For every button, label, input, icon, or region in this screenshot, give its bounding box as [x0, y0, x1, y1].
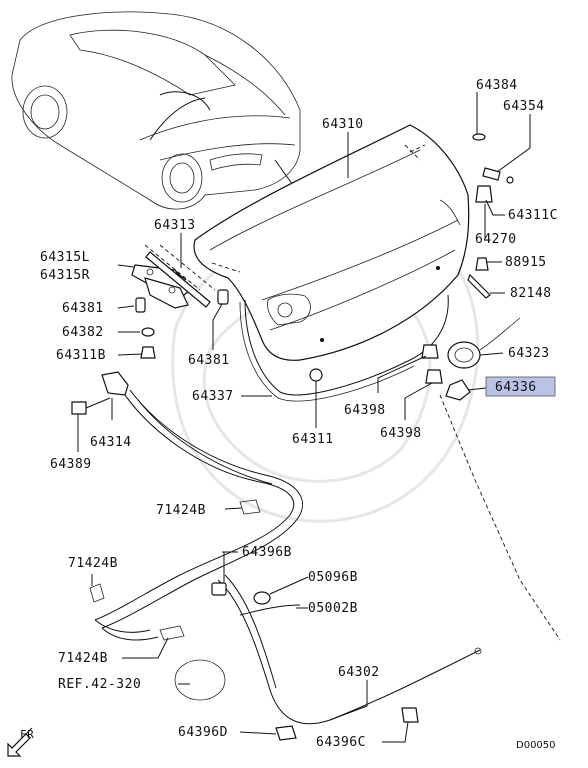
label-64381-left[interactable]: 64381: [62, 301, 104, 316]
diagram-code: D00050: [516, 740, 556, 751]
label-64354[interactable]: 64354: [503, 99, 545, 114]
latch-64336: [445, 379, 471, 401]
car-outline: [11, 11, 302, 210]
label-71424B-left[interactable]: 71424B: [68, 556, 118, 571]
fuel-lid-ref: [174, 659, 226, 701]
clip-64396D: [275, 725, 297, 741]
trunk-lid: [193, 124, 470, 361]
leader-lines: [77, 92, 531, 743]
label-64396B[interactable]: 64396B: [242, 545, 292, 560]
label-64311C[interactable]: 64311C: [508, 208, 558, 223]
label-71424B-upper[interactable]: 71424B: [156, 503, 206, 518]
label-64314[interactable]: 64314: [90, 435, 132, 450]
label-64381-right[interactable]: 64381: [188, 353, 230, 368]
label-64336[interactable]: 64336: [495, 380, 537, 395]
label-64302[interactable]: 64302: [338, 665, 380, 680]
label-64270[interactable]: 64270: [475, 232, 517, 247]
label-64336-highlight: [485, 376, 556, 397]
label-ref-42-320[interactable]: REF.42-320: [58, 677, 141, 692]
label-64311B[interactable]: 64311B: [56, 348, 106, 363]
label-05096B[interactable]: 05096B: [308, 570, 358, 585]
label-64382[interactable]: 64382: [62, 325, 104, 340]
label-64398-upper[interactable]: 64398: [344, 403, 386, 418]
clip-64396C: [401, 707, 419, 723]
label-88915[interactable]: 88915: [505, 255, 547, 270]
clip-64396B: [211, 582, 227, 596]
release-cables: [94, 389, 561, 725]
label-64398-lower[interactable]: 64398: [380, 426, 422, 441]
bolt-64381a: [135, 297, 146, 313]
bumper-64311: [309, 368, 323, 382]
label-64389[interactable]: 64389: [50, 457, 92, 472]
grommet-05096B: [253, 591, 271, 605]
label-64337[interactable]: 64337: [192, 389, 234, 404]
label-64315R[interactable]: 64315R: [40, 268, 90, 283]
weatherstrip: [244, 294, 449, 396]
label-71424B-lower[interactable]: 71424B: [58, 651, 108, 666]
bolt-64381b: [217, 289, 229, 305]
label-64315L[interactable]: 64315L: [40, 250, 90, 265]
label-64323[interactable]: 64323: [508, 346, 550, 361]
bolt-64311B: [140, 346, 156, 359]
label-82148[interactable]: 82148: [510, 286, 552, 301]
parts-right-upper: [467, 133, 514, 299]
part-labels: 64384 64354 64310 64311C 64270 64313 643…: [40, 78, 558, 750]
strut-64313: [145, 251, 211, 308]
label-64311[interactable]: 64311: [292, 432, 334, 447]
front-label: FR: [20, 728, 34, 741]
release-bracket-64314: [71, 371, 129, 415]
tape-pads: [89, 499, 261, 641]
label-64310[interactable]: 64310: [322, 117, 364, 132]
label-64384[interactable]: 64384: [476, 78, 518, 93]
label-64396C[interactable]: 64396C: [316, 735, 366, 750]
lock-actuator-64323: [447, 317, 521, 369]
front-arrow-icon: [7, 727, 33, 757]
label-05002B[interactable]: 05002B: [308, 601, 358, 616]
bolts-64398: [421, 344, 443, 384]
label-64313[interactable]: 64313: [154, 218, 196, 233]
nut-64382: [141, 327, 155, 337]
label-64396D[interactable]: 64396D: [178, 725, 228, 740]
